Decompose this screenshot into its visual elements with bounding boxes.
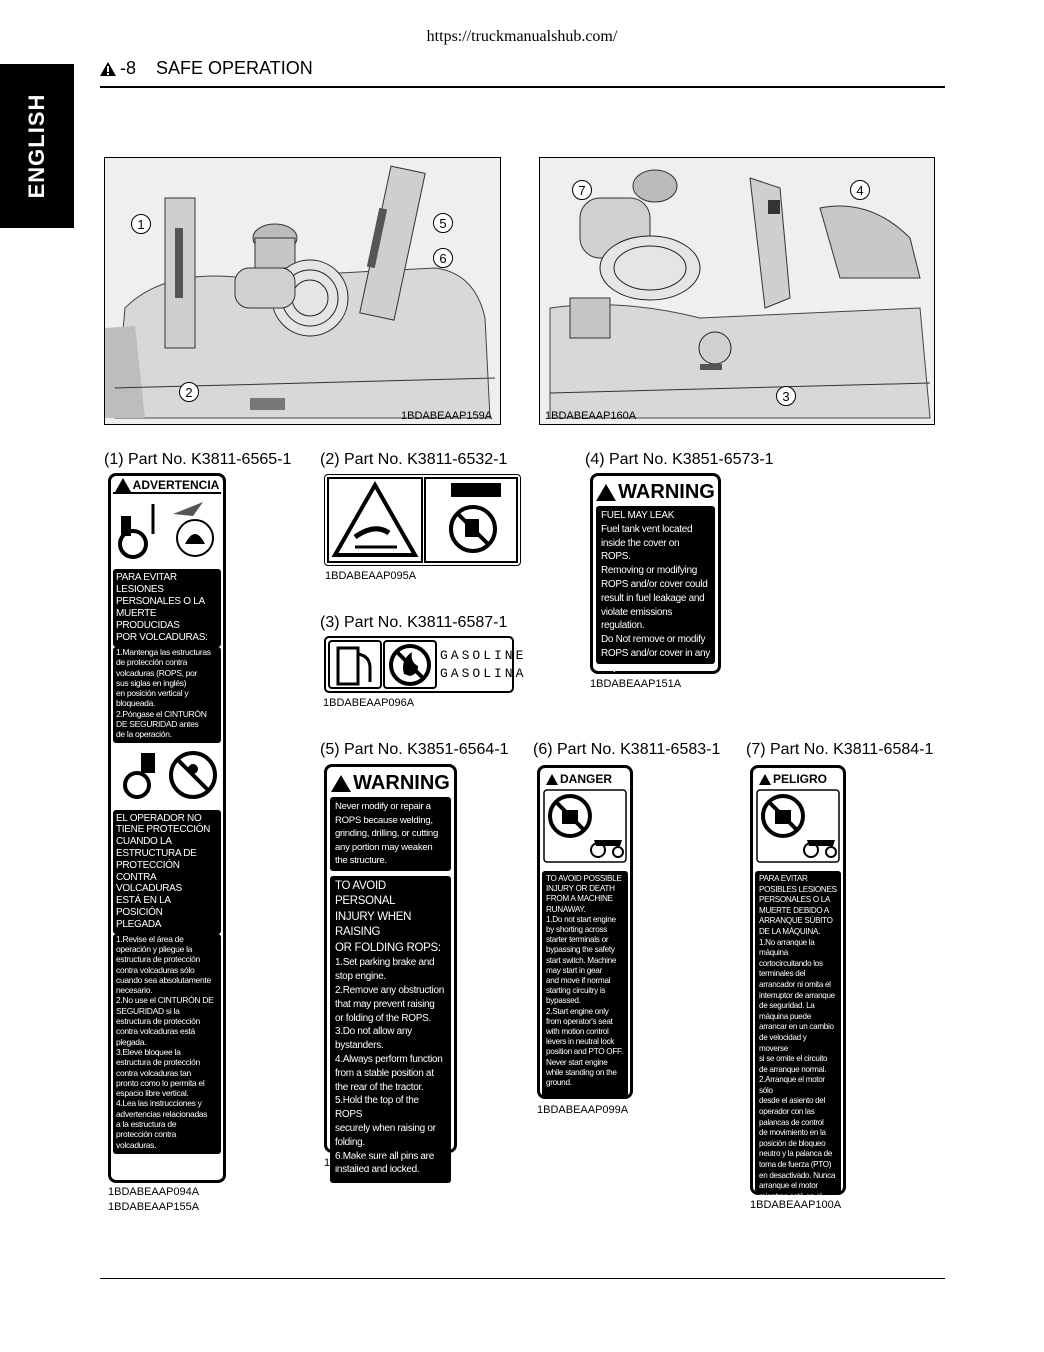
part-number-2: (2) Part No. K3811-6532-1 [320,451,508,468]
label-text-block: Never modify or repair a ROPS because we… [330,797,451,871]
callout-7: 7 [572,180,592,200]
warning-icon [114,478,131,492]
callout-6: 6 [433,248,453,268]
label-instructions: 1.Set parking brake and stop engine. 2.R… [335,957,444,1176]
label-hot-surface [324,474,521,566]
danger-icon [759,773,771,785]
label-title: WARNING [330,770,451,797]
part-number-7: (7) Part No. K3811-6584-1 [746,741,934,758]
callout-4: 4 [850,180,870,200]
language-tab: ENGLISH [0,64,74,228]
tractor-photo-right: 7 4 3 1BDABEAAP160A [539,157,935,425]
source-url: https://truckmanualshub.com/ [426,28,618,45]
seatbelt-prohibition-pictogram [123,750,217,799]
photo-code: 1BDABEAAP160A [545,410,637,422]
label-title: DANGER [542,770,628,788]
label-danger: DANGER TO AVOID POSSIBLE INJURY OR DEATH… [537,765,633,1099]
part-number-1: (1) Part No. K3811-6565-1 [104,451,292,468]
label-code: 1BDABEAAP094A [108,1186,200,1198]
label-code: 1BDABEAAP095A [325,570,417,582]
tractor-rear-illustration [540,158,934,424]
fuel-no-flame-pictogram [328,640,437,689]
label-code: 1BDABEAAP100A [750,1199,842,1211]
label-rops-warning: WARNING Never modify or repair a ROPS be… [324,764,457,1184]
label-text-block: TO AVOID PERSONAL INJURY WHEN RAISING OR… [330,875,451,1184]
label-title: PELIGRO [755,770,841,788]
warning-icon [596,484,617,501]
label-subheading: TO AVOID PERSONAL INJURY WHEN RAISING OR… [335,879,441,954]
label-title: WARNING [596,479,715,506]
footer-rule [100,1278,945,1279]
callout-5: 5 [433,213,453,233]
photo-code: 1BDABEAAP159A [401,410,493,422]
callout-1: 1 [131,214,151,234]
label-gasoline: GASOLINE GASOLINA [324,636,523,693]
label-code: 1BDABEAAP099A [537,1104,629,1116]
warning-icon [331,775,352,792]
part-number-3: (3) Part No. K3811-6587-1 [320,614,508,631]
part-number-6: (6) Part No. K3811-6583-1 [533,741,721,758]
label-advertencia: ADVERTENCIA PARA EVITAR LESIONES PERSONA… [108,473,226,1183]
part-number-4: (4) Part No. K3851-6573-1 [585,451,774,468]
runaway-pictogram [756,789,840,863]
label-code: 1BDABEAAP096A [323,697,415,709]
label-code: 1BDABEAAP155A [108,1201,200,1213]
tractor-photo-left: 1 5 6 2 1BDABEAAP159A [104,157,501,425]
label-title: ADVERTENCIA [113,478,221,494]
runaway-pictogram [543,789,627,863]
warning-icon [100,61,116,76]
callout-3: 3 [776,386,796,406]
tractor-engine-illustration [105,158,500,424]
label-peligro: PELIGRO PARA EVITAR POSIBLES LESIONES PE… [750,765,846,1211]
label-code: 1BDABEAAP150A [324,1157,416,1169]
label-fuel-leak: WARNING FUEL MAY LEAK Fuel tank vent loc… [590,473,721,674]
part-number-5: (5) Part No. K3851-6564-1 [320,741,509,758]
hot-surface-pictogram [327,477,518,563]
label-code: 1BDABEAAP151A [590,678,682,690]
label-text-block: 1.Revise el área de operación y pliegue … [113,933,221,1154]
label-text-block: PARA EVITAR POSIBLES LESIONES PERSONALES… [755,871,841,1211]
label-text: GASOLINE [440,648,527,663]
page-number: -8 [120,58,137,78]
page-title: SAFE OPERATION [156,58,313,78]
label-text-block: PARA EVITAR LESIONES PERSONALES O LA MUE… [113,569,221,647]
rollover-pictogram [118,502,214,559]
danger-icon [546,773,558,785]
label-text-block: FUEL MAY LEAK Fuel tank vent located ins… [596,506,715,673]
label-text-block: 1.Mantenga las estructuras de protección… [113,647,221,743]
callout-2: 2 [179,382,199,402]
label-text: GASOLINA [440,666,527,681]
label-text-block: TO AVOID POSSIBLE INJURY OR DEATH FROM A… [542,871,628,1097]
header-rule [100,86,945,88]
label-text-block: EL OPERADOR NO TIENE PROTECCIÓN CUANDO L… [113,809,221,934]
page-header: -8 SAFE OPERATION [100,58,313,79]
